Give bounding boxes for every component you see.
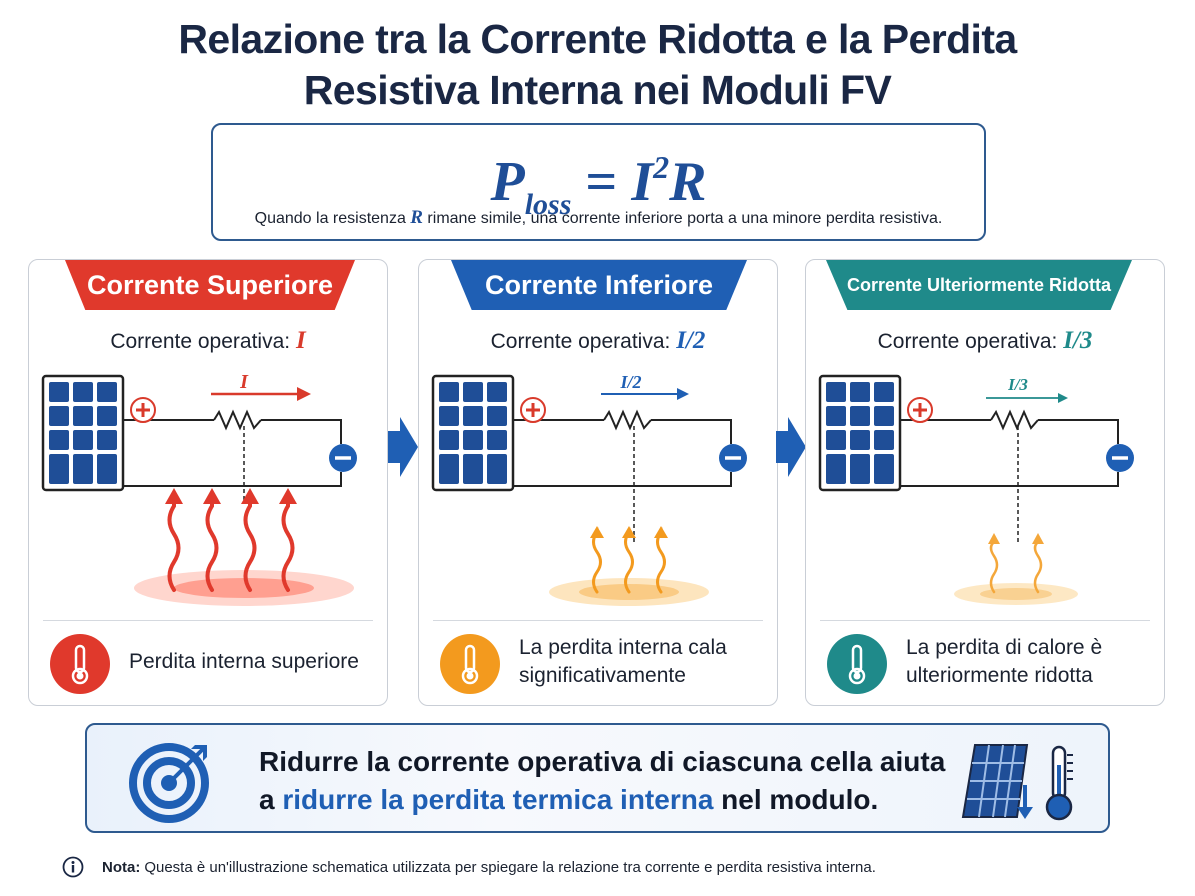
heat-waves-icon: [592, 527, 666, 594]
panel-higher-current: Corrente Superiore Corrente operativa: I: [28, 259, 388, 706]
heat-waves-icon: [989, 538, 1043, 594]
note-label: Nota:: [102, 858, 141, 876]
target-icon: [129, 743, 209, 823]
current-arrow-icon: [601, 388, 689, 400]
panel-footer-text: La perdita interna cala significativamen…: [519, 636, 727, 687]
title-line-1: Relazione tra la Corrente Ridotta e la P…: [178, 16, 1017, 62]
heat-waves-icon: [167, 498, 295, 592]
svg-text:I: I: [239, 371, 249, 393]
plus-terminal-icon: [130, 397, 156, 423]
operating-current: Corrente operativa: I/2: [490, 327, 706, 354]
svg-text:I/2: I/2: [619, 372, 641, 392]
solar-panel-icon: [818, 374, 902, 492]
summary-box: Ridurre la corrente operativa di ciascun…: [85, 723, 1110, 833]
summary-line-2: a ridurre la perdita termica interna nel…: [259, 784, 879, 815]
circuit-diagram: I/3: [818, 374, 1134, 605]
panel-footer-text: Perdita interna superiore: [129, 650, 359, 673]
formula: Ploss=I2R: [490, 149, 707, 221]
divider: [43, 620, 373, 621]
plus-terminal-icon: [907, 397, 933, 423]
tilted-solar-panel-icon: [961, 744, 1033, 819]
thermometer-icon: [50, 634, 110, 694]
circuit-diagram: I/2: [431, 372, 747, 606]
divider: [820, 620, 1150, 621]
summary-text: Ridurre la corrente operativa di ciascun…: [259, 743, 979, 819]
page-title: Relazione tra la Corrente Ridotta e la P…: [0, 14, 1195, 116]
operating-current: Corrente operativa: I: [110, 327, 306, 354]
panel-tab: Corrente Ulteriormente Ridotta: [826, 260, 1132, 310]
panel-lower-current: Corrente Inferiore Corrente operativa: I…: [418, 259, 778, 706]
plus-terminal-icon: [520, 397, 546, 423]
circuit-diagram: I: [41, 371, 357, 606]
panel-tab: Corrente Inferiore: [451, 260, 747, 310]
current-arrow-icon: [211, 387, 311, 401]
solar-panel-icon: [431, 374, 515, 492]
formula-description: Quando la resistenza R rimane simile, un…: [254, 207, 943, 228]
divider: [433, 620, 763, 621]
solar-panel-icon: [41, 374, 125, 492]
svg-text:I/3: I/3: [1007, 375, 1028, 394]
panel-tab: Corrente Superiore: [65, 260, 355, 310]
operating-current: Corrente operativa: I/3: [877, 327, 1093, 354]
thermometer-icon: [1045, 745, 1073, 821]
footnote: Nota: Questa è un'illustrazione schemati…: [62, 856, 1162, 878]
thermometer-icon: [827, 634, 887, 694]
panel-footer-text: La perdita di calore è ulteriormente rid…: [906, 636, 1103, 687]
minus-terminal-icon: [1106, 444, 1134, 472]
thermometer-icon: [440, 634, 500, 694]
minus-terminal-icon: [329, 444, 357, 472]
info-icon: [62, 856, 84, 878]
arrow-right-icon: [388, 417, 418, 477]
panel-further-reduced-current: Corrente Ulteriormente Ridotta Corrente …: [805, 259, 1165, 706]
summary-line-1: Ridurre la corrente operativa di ciascun…: [259, 746, 946, 777]
formula-box: Ploss=I2R Quando la resistenza R rimane …: [211, 123, 986, 241]
minus-terminal-icon: [719, 444, 747, 472]
title-line-2: Resistiva Interna nei Moduli FV: [303, 67, 892, 113]
current-arrow-icon: [986, 393, 1068, 403]
note-text: Questa è un'illustrazione schematica uti…: [144, 858, 876, 876]
arrow-right-icon: [776, 417, 806, 477]
